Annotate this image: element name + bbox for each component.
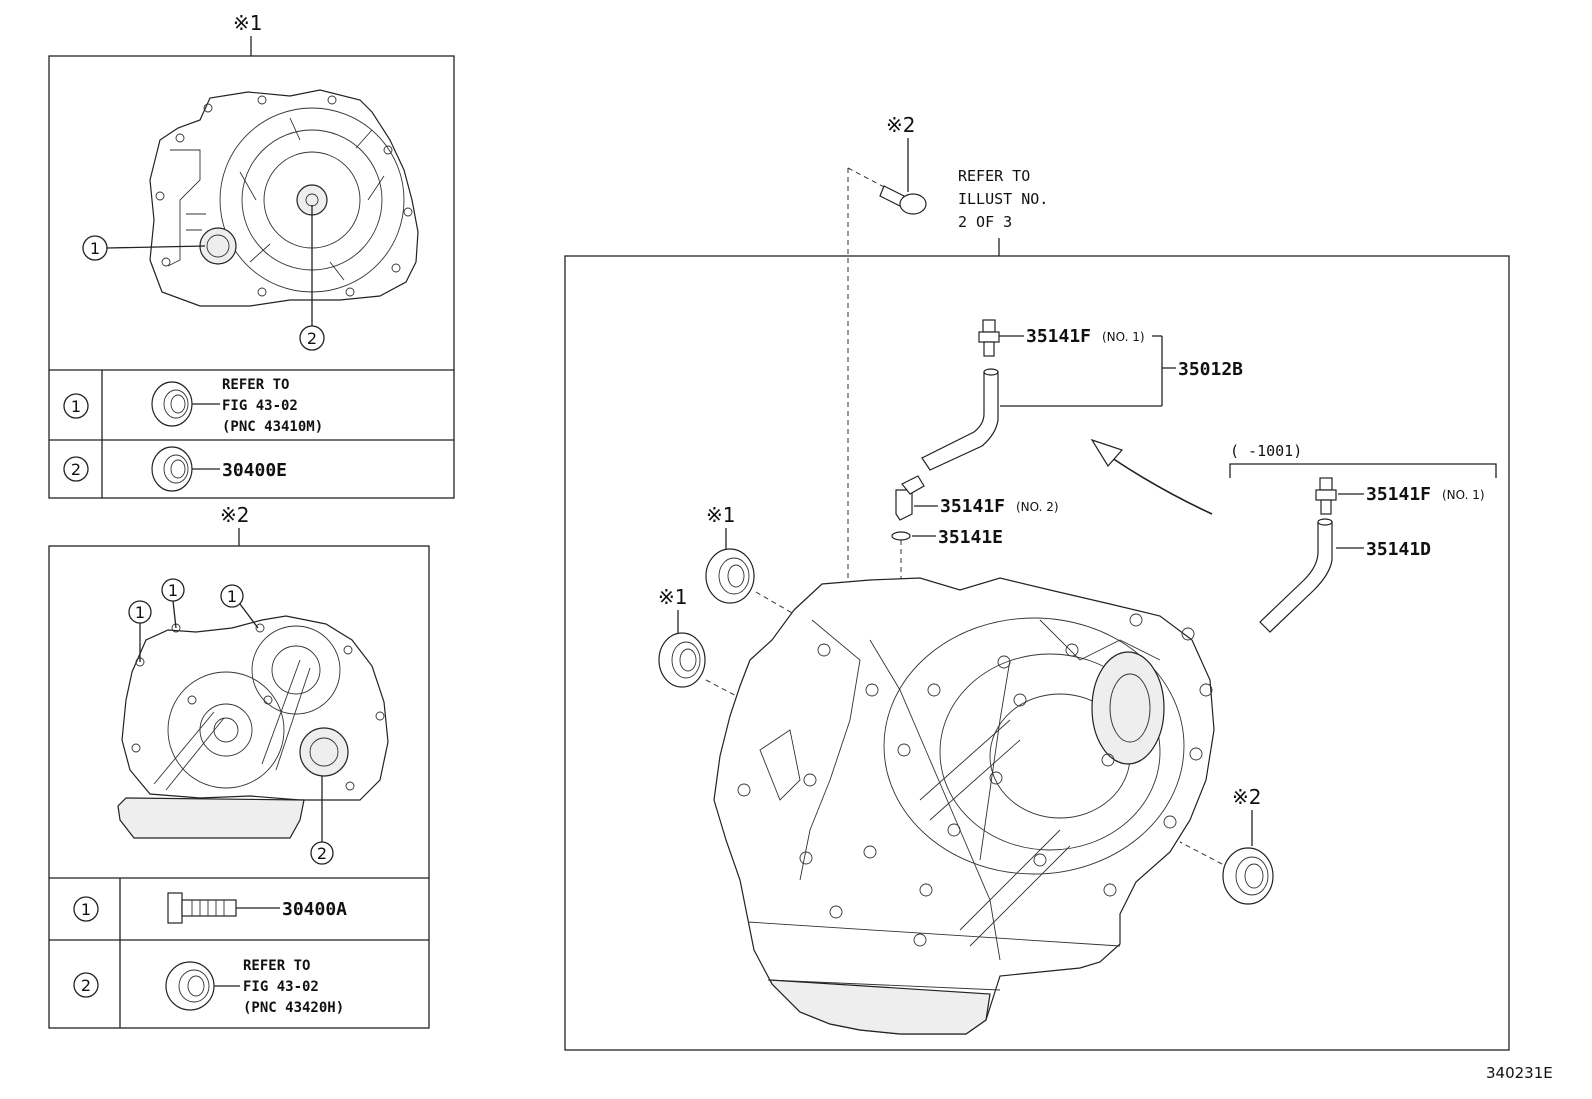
inset-2-callout-1a: 1 [135, 603, 145, 622]
range-callout-35141F-no1: 35141F [1366, 484, 1431, 505]
range-callout-35141F-no1-suffix: (NO. 1) [1442, 488, 1485, 502]
connector-35141F-no1-range [1315, 477, 1337, 515]
connector-35141F-no2 [895, 475, 925, 521]
oil-seal-icon [1222, 847, 1274, 905]
inset-2-row-1-part: 30400A [282, 899, 347, 920]
transmission-front-view-1 [149, 89, 419, 307]
range-callout-35141D: 35141D [1366, 539, 1431, 560]
inset-1-row-1-id: 1 [71, 397, 81, 416]
o-ring-35141E [891, 531, 911, 541]
inset-1-row-2-part: 30400E [222, 460, 287, 481]
inset-2-row-2-id: 2 [81, 976, 91, 995]
hose-35012B [921, 371, 999, 471]
inset-1-row-2-id: 2 [71, 460, 81, 479]
hose-35141D [1259, 521, 1333, 633]
refer-note-line1: REFER TO [958, 167, 1030, 185]
main-diagram: ※2 REFER TO ILLUST NO. 2 OF 3 35141F (NO… [564, 113, 1510, 1051]
callout-35141F-no1: 35141F [1026, 326, 1091, 347]
callout-35012B: 35012B [1178, 359, 1243, 380]
callout-35141F-no2-suffix: (NO. 2) [1016, 500, 1059, 514]
bolt-icon [879, 185, 927, 215]
bolt-icon [167, 892, 237, 924]
transmission-side-view-2 [117, 615, 389, 839]
inset-2-row-2-line1: REFER TO [243, 958, 310, 974]
inset-2-callout-1c: 1 [227, 587, 237, 606]
inset-2-callout-2: 2 [317, 844, 327, 863]
direction-arrow [1111, 457, 1213, 515]
callout-35141F-no1-suffix: (NO. 1) [1102, 330, 1145, 344]
inset-2-callout-1b: 1 [168, 581, 178, 600]
inset-1-row-1-line2: FIG 43-02 [222, 398, 298, 414]
mark-1a: ※1 [706, 503, 735, 527]
inset-2: ※2 1 1 [48, 503, 430, 1029]
oil-seal-icon [151, 381, 193, 427]
illustration-number: 340231E [1486, 1064, 1553, 1082]
inset-2-row-1-id: 1 [81, 900, 91, 919]
oil-seal-icon [658, 632, 706, 688]
inset-2-row-2-line3: (PNC 43420H) [243, 1000, 344, 1016]
inset-1-row-1-line1: REFER TO [222, 377, 289, 393]
oil-seal-icon [165, 961, 215, 1011]
mark-1b: ※1 [658, 585, 687, 609]
refer-note-line2: ILLUST NO. [958, 190, 1048, 208]
inset-1-row-1-line3: (PNC 43410M) [222, 419, 323, 435]
inset-1-title: ※1 [233, 11, 262, 35]
callout-35141E: 35141E [938, 527, 1003, 548]
inset-2-row-2-line2: FIG 43-02 [243, 979, 319, 995]
mark-2: ※2 [1232, 785, 1261, 809]
refer-note-line3: 2 OF 3 [958, 213, 1012, 231]
inset-1-callout-1: 1 [90, 239, 100, 258]
inset-1: ※1 1 2 [48, 11, 455, 499]
connector-35141F-no1 [978, 319, 1000, 357]
callout-35141F-no2: 35141F [940, 496, 1005, 517]
inset-2-title: ※2 [220, 503, 249, 527]
transmission-assembly [713, 577, 1215, 1035]
oil-seal-icon [705, 548, 755, 604]
main-bolt-mark: ※2 [886, 113, 915, 137]
inset-1-callout-2: 2 [307, 329, 317, 348]
range-label: ( -1001) [1230, 442, 1302, 460]
oil-seal-icon [151, 446, 193, 492]
